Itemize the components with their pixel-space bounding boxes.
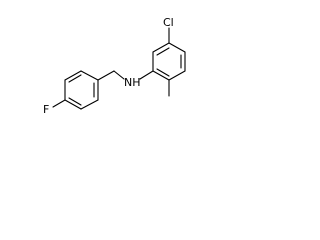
bond: [64, 99, 82, 110]
bond: [152, 70, 170, 81]
aniline-ring: [152, 42, 186, 81]
chlorine-label: Cl: [163, 16, 174, 29]
bond: [168, 70, 186, 81]
chemical-structure: Cl NH F: [43, 16, 186, 116]
double-bond: [68, 74, 82, 83]
fluorophenyl-ring: [64, 70, 99, 110]
bond-ring-to-nitrogen: [139, 70, 154, 80]
bond: [80, 70, 99, 81]
double-bond: [156, 47, 170, 56]
bond-ch2-to-ring: [97, 70, 115, 81]
bond: [64, 70, 82, 81]
bond: [168, 42, 186, 53]
double-bond: [68, 97, 82, 106]
bond: [80, 99, 99, 110]
bond: [152, 42, 170, 53]
bond-nitrogen-to-ch2: [113, 70, 125, 80]
fluorine-label: F: [43, 103, 49, 116]
double-bond: [156, 68, 170, 77]
bond-to-fluorine: [52, 99, 66, 108]
amine-label: NH: [124, 76, 141, 89]
